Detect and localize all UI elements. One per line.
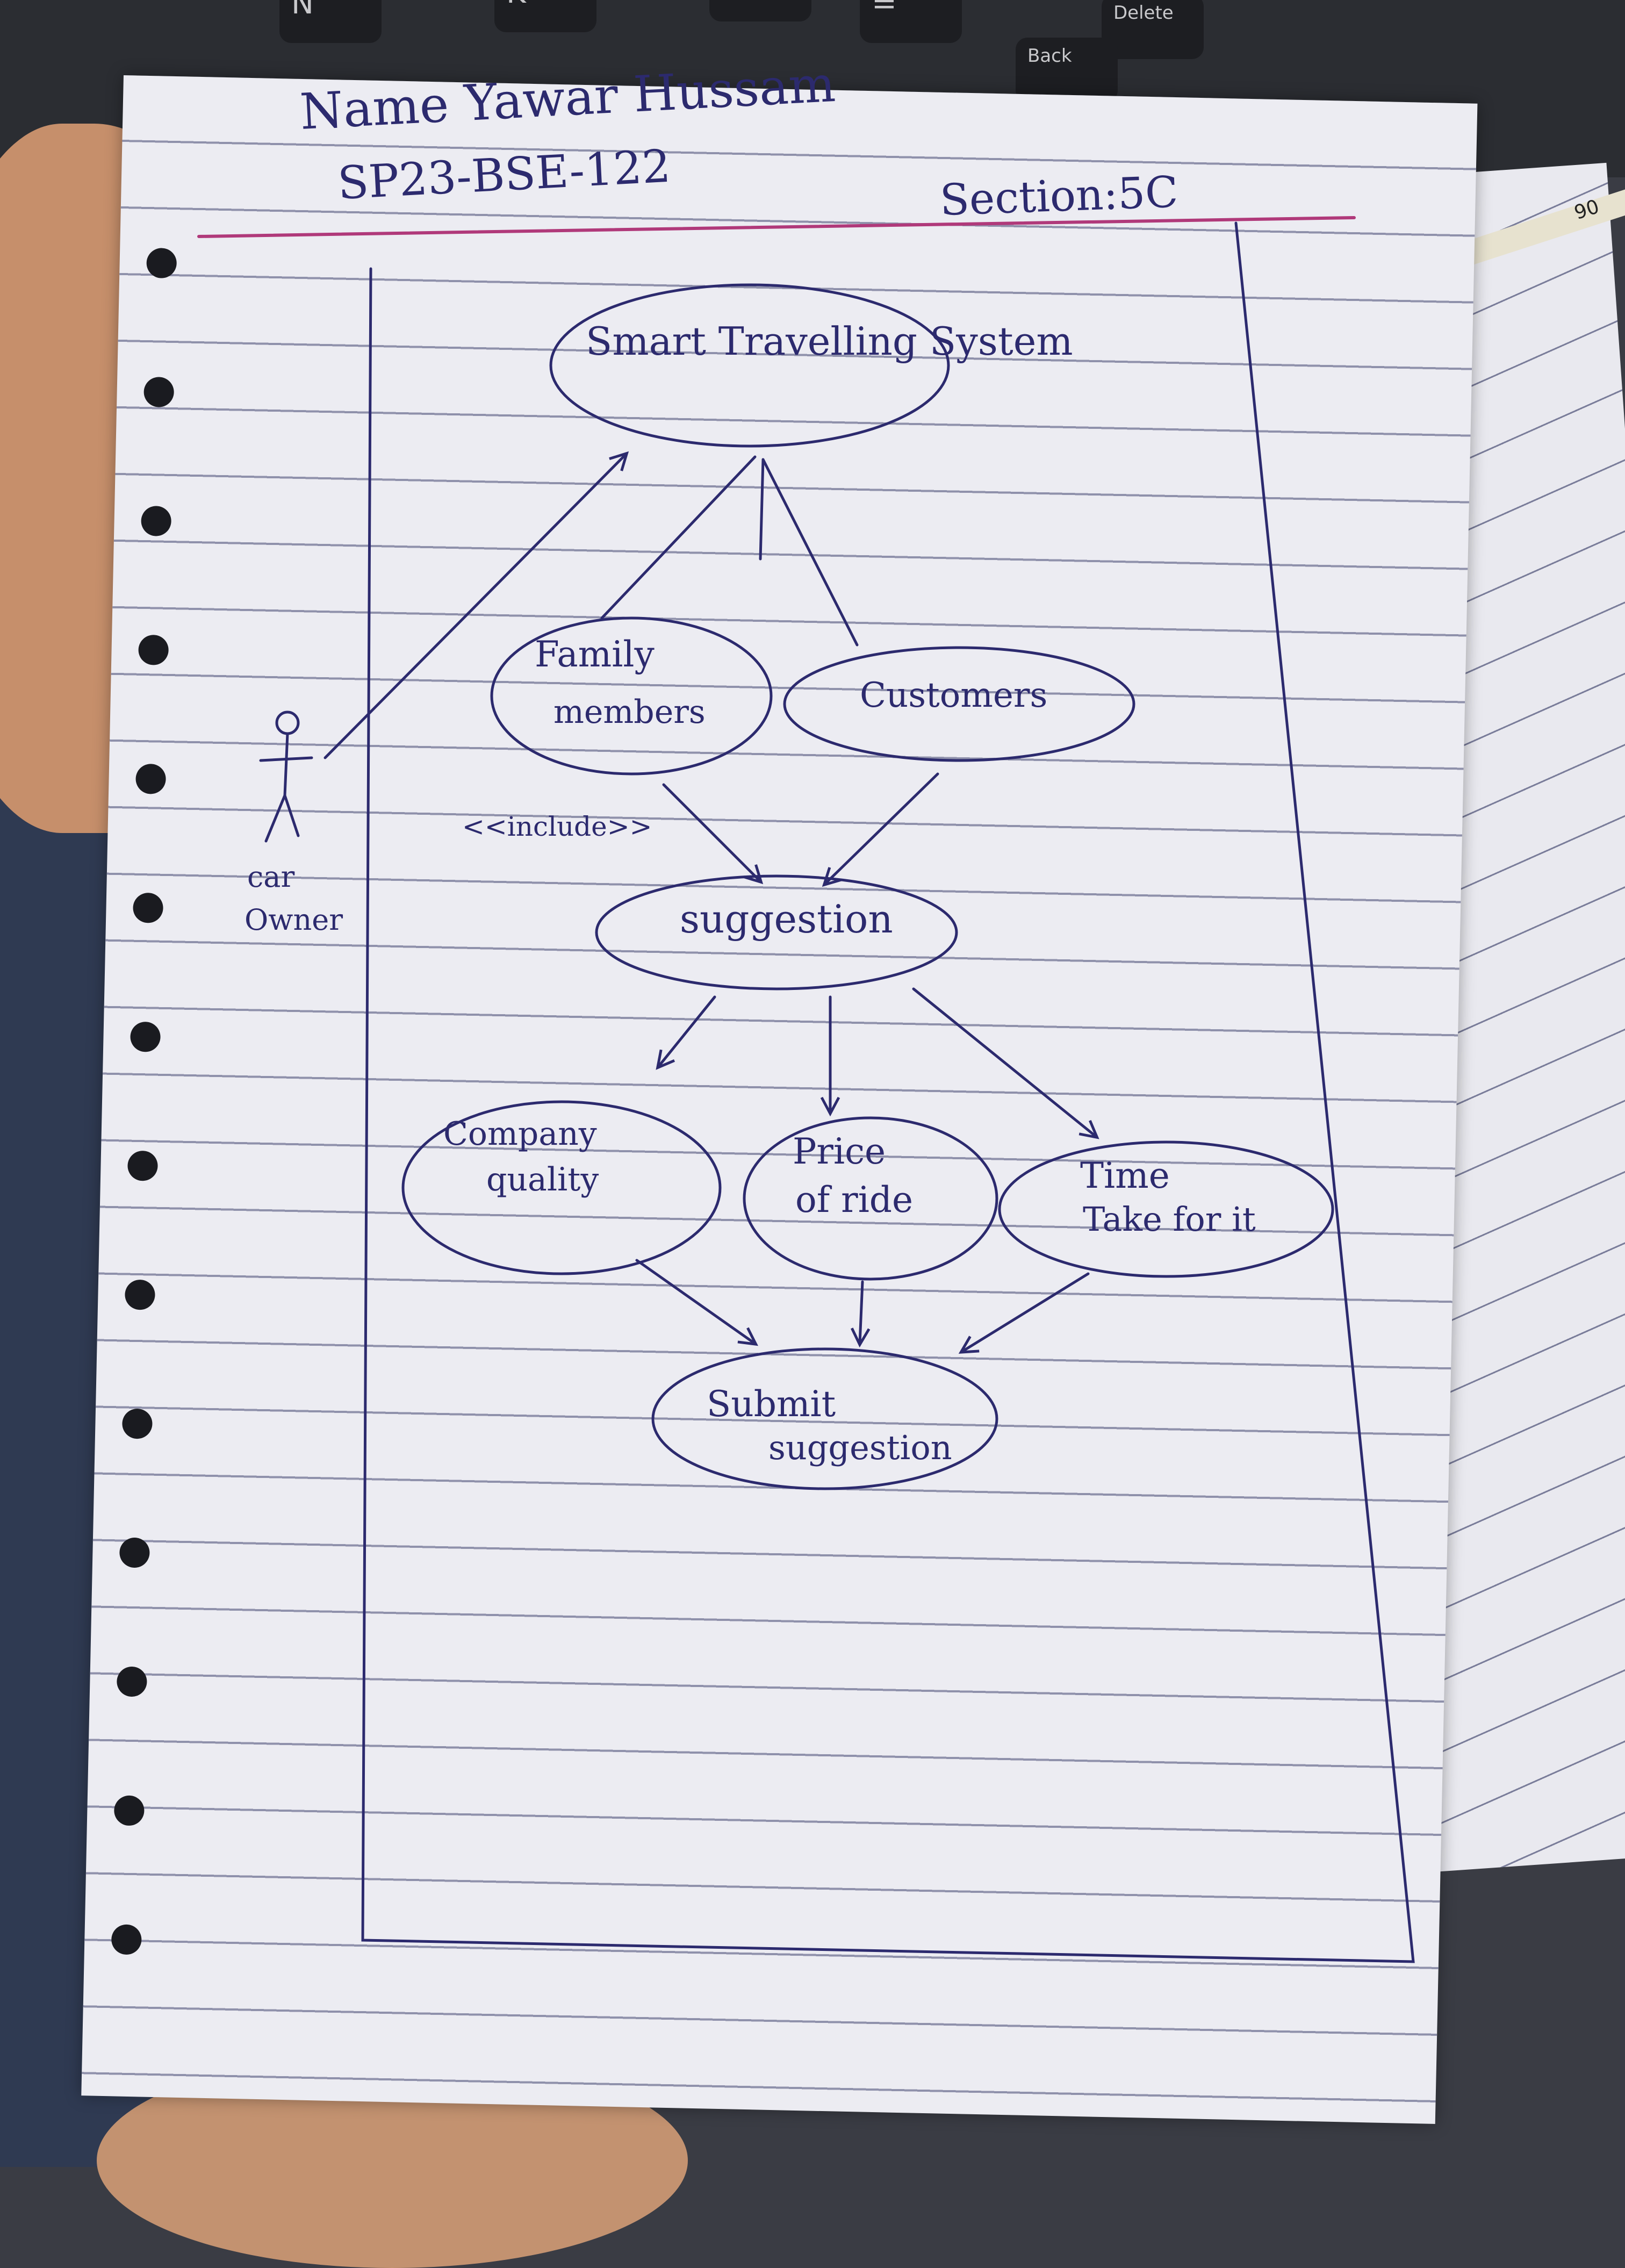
customers-label: Customers	[860, 676, 1047, 715]
link-family-system	[600, 455, 757, 620]
use-case-price-of-ride	[743, 1116, 998, 1281]
arrow-company-submit	[635, 1259, 758, 1346]
margin-line	[197, 216, 1356, 238]
family-members-line2: members	[553, 693, 706, 731]
keyboard-key-n: N	[279, 0, 382, 43]
actor-label-line1: car	[247, 860, 294, 894]
arrow-family-suggestion	[662, 783, 764, 885]
association-actor-system	[323, 451, 629, 759]
price-of-ride-line1: Price	[793, 1131, 886, 1172]
use-case-time-take	[998, 1140, 1334, 1278]
use-case-customers	[783, 646, 1135, 762]
price-of-ride-line2: of ride	[795, 1179, 913, 1221]
student-name: Name Yawar Hussam	[299, 55, 837, 141]
use-case-suggestion	[595, 874, 958, 991]
system-title: Smart Travelling System	[586, 319, 1073, 364]
arrow-time-submit	[958, 1272, 1090, 1354]
suggestion-label: suggestion	[680, 896, 893, 942]
link-customers-system	[761, 458, 859, 647]
arrow-suggestion-time	[912, 987, 1099, 1139]
use-case-company-quality	[401, 1100, 722, 1275]
link-system-stem	[759, 458, 765, 561]
registration-number: SP23-BSE-122	[336, 140, 672, 210]
keyboard-key-p: P	[709, 0, 811, 21]
system-boundary	[361, 221, 1415, 1963]
actor-label-line2: Owner	[245, 903, 343, 937]
actor-car-owner	[259, 710, 313, 843]
use-case-diagram: Name Yawar Hussam SP23-BSE-122 Section:5…	[197, 55, 1415, 1963]
arrow-customers-suggestion	[822, 772, 939, 887]
family-members-line1: Family	[535, 634, 655, 675]
use-case-family-members	[490, 616, 773, 776]
use-case-smart-travelling-system	[549, 283, 950, 448]
company-quality-line2: quality	[486, 1161, 599, 1198]
keyboard-key-backspace: Back	[1016, 38, 1118, 102]
time-take-line2: Take for it	[1083, 1200, 1256, 1239]
include-label: <<include>>	[462, 811, 652, 842]
keyboard-key-delete: Delete	[1102, 0, 1204, 59]
submit-suggestion-line2: suggestion	[768, 1428, 952, 1467]
company-quality-line1: Company	[443, 1115, 597, 1153]
keyboard-key-k: K	[494, 0, 596, 32]
arrow-suggestion-company	[656, 995, 716, 1070]
submit-suggestion-line1: Submit	[707, 1383, 836, 1425]
keyboard-key-equals: =	[860, 0, 962, 43]
time-take-line1: Time	[1080, 1155, 1170, 1196]
arrow-price-submit	[850, 1280, 871, 1348]
section-label: Section:5C	[939, 167, 1178, 225]
use-case-submit-suggestion	[651, 1347, 998, 1490]
